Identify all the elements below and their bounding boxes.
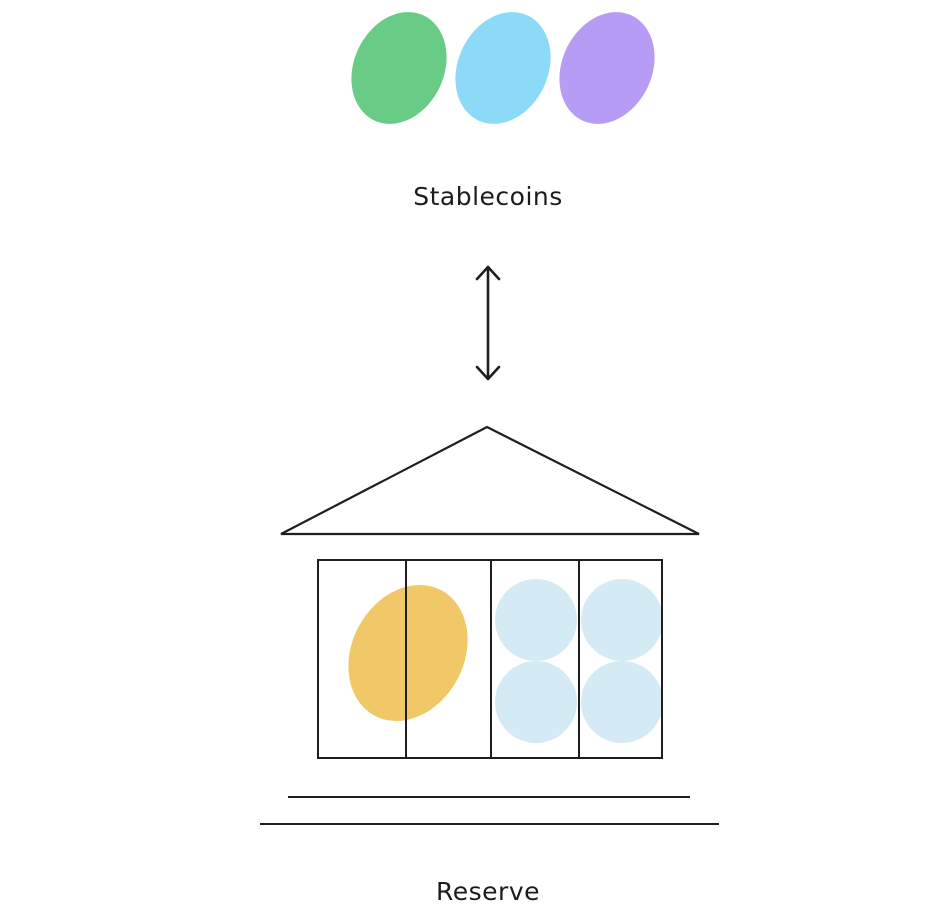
double-arrow-icon xyxy=(475,265,501,381)
light-blue-coin xyxy=(581,579,663,661)
reserve-building xyxy=(260,425,719,825)
green-coin xyxy=(351,12,447,124)
building-roof xyxy=(280,425,700,536)
light-blue-coin xyxy=(495,579,577,661)
gold-coin xyxy=(348,585,468,721)
reserve-label: Reserve xyxy=(436,877,540,906)
light-blue-coin xyxy=(581,661,663,743)
stablecoins-label: Stablecoins xyxy=(413,182,563,211)
purple-coin xyxy=(559,12,655,124)
stablecoin-group xyxy=(351,12,655,124)
light-blue-coin xyxy=(495,661,577,743)
blue-coin xyxy=(455,12,551,124)
